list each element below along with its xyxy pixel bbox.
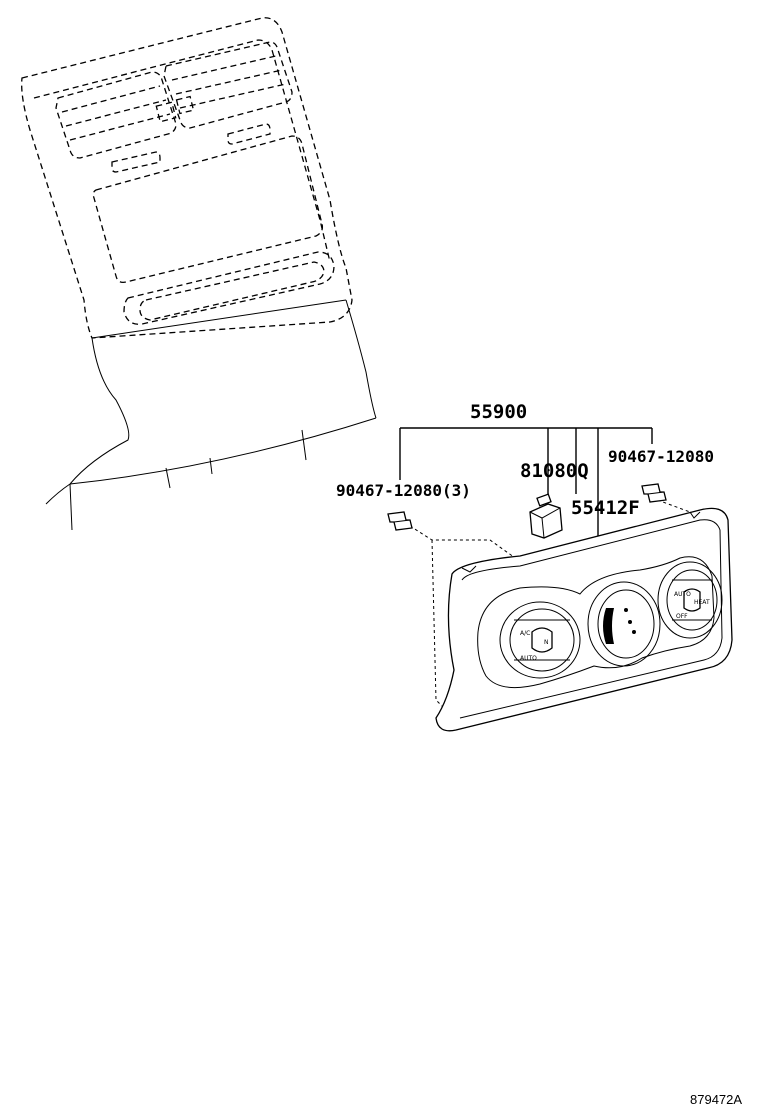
part-label-81080q: 81080Q bbox=[520, 460, 589, 482]
svg-text:N: N bbox=[544, 639, 549, 646]
figure-id: 879472A bbox=[690, 1092, 742, 1107]
switch-assembly-icon bbox=[529, 493, 563, 539]
climate-control-panel: A/C AUTO N AUTO HEAT OFF bbox=[435, 507, 733, 732]
right-mode-knob: AUTO HEAT OFF bbox=[657, 561, 723, 639]
part-label-55900: 55900 bbox=[470, 401, 527, 423]
knob-label-off: OFF bbox=[676, 613, 688, 620]
part-label-90467-12080-qty3: 90467-12080(3) bbox=[336, 481, 471, 500]
knob-label-auto-left: AUTO bbox=[520, 655, 537, 662]
center-fan-knob bbox=[587, 581, 661, 667]
knob-label-heat: HEAT bbox=[694, 599, 710, 606]
knob-label-auto-right: AUTO bbox=[674, 591, 691, 598]
center-console bbox=[45, 299, 377, 531]
screw-right-icon bbox=[641, 483, 667, 503]
part-label-55412f: 55412F bbox=[571, 497, 640, 519]
screw-left-icon bbox=[387, 511, 413, 531]
part-label-90467-12080: 90467-12080 bbox=[608, 447, 714, 466]
dashboard-outline bbox=[21, 17, 353, 339]
knob-label-ac: A/C bbox=[520, 630, 530, 637]
left-temperature-knob: A/C AUTO N bbox=[499, 601, 581, 679]
